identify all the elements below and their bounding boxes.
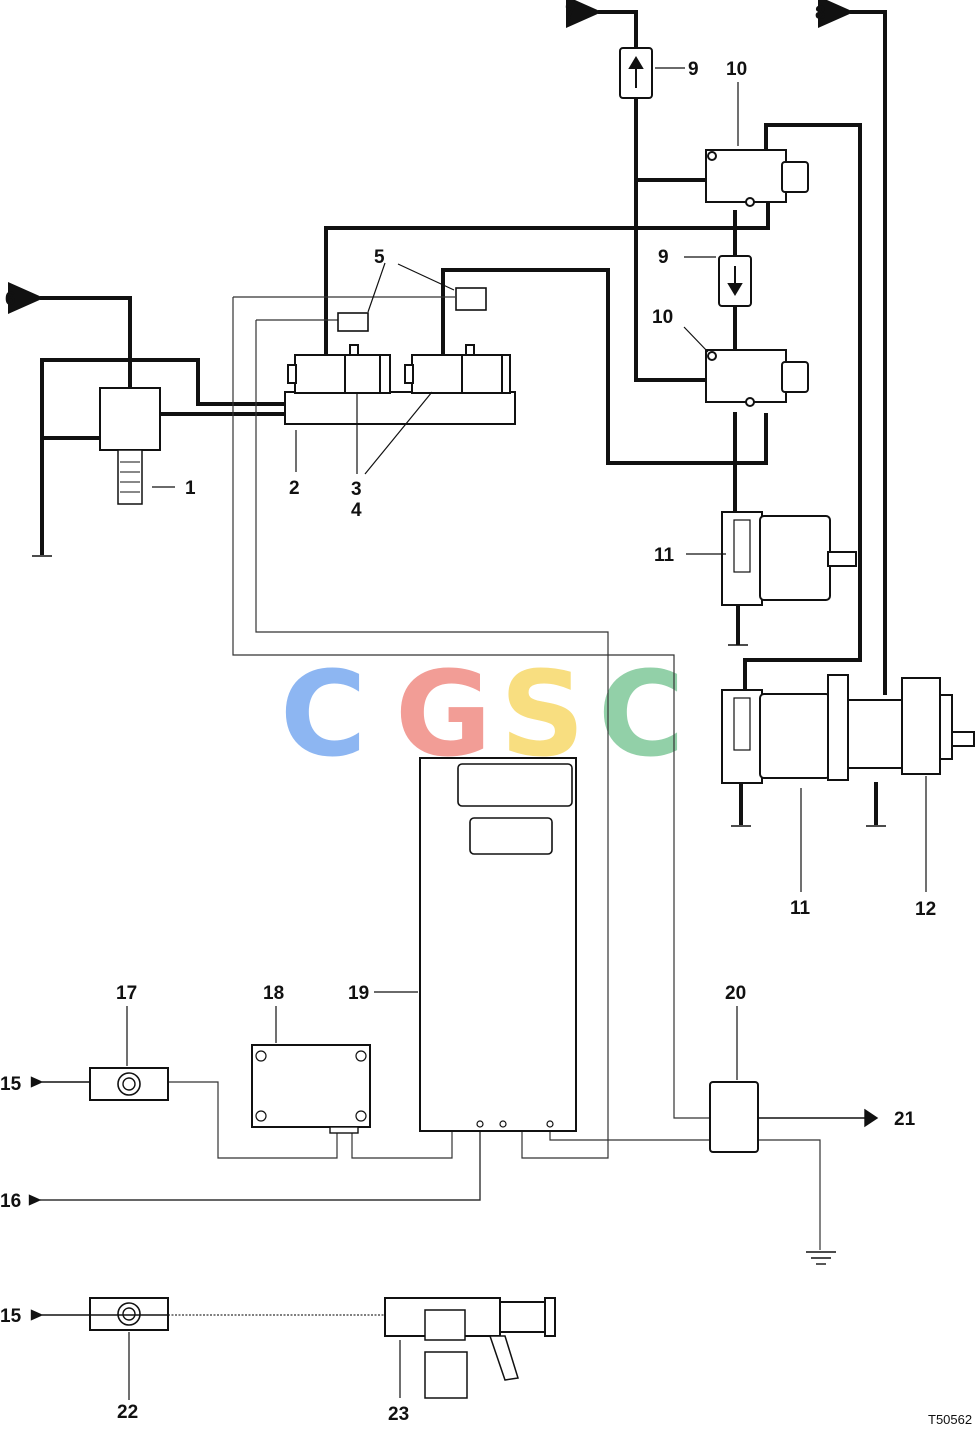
figure-reference-code: T50562	[928, 1412, 972, 1427]
component-11-pump-upper	[721, 511, 857, 606]
callout-20: 20	[725, 983, 746, 1004]
callout-9-lower: 9	[658, 247, 669, 268]
component-19-controller	[419, 757, 577, 1132]
watermark-letter-1: C	[280, 645, 367, 783]
callout-22: 22	[117, 1402, 138, 1423]
callout-2: 2	[289, 478, 300, 499]
component-11-pump-lower	[721, 689, 831, 784]
callout-9-upper: 9	[688, 59, 699, 80]
component-18-module	[251, 1044, 371, 1134]
callout-10-lower: 10	[652, 307, 673, 328]
component-9-check-valve-upper	[619, 47, 653, 99]
component-23-handle	[384, 1297, 556, 1399]
component-12-drive	[827, 674, 975, 781]
callout-21: 21	[894, 1109, 916, 1130]
callout-11-lower: 11	[790, 898, 811, 919]
callout-16: 16	[0, 1191, 21, 1212]
tank-symbols	[32, 555, 886, 827]
callout-labels: 1 2 3 4 5 6 7 8 9 9 10 10 11 11 12 15 16…	[0, 3, 972, 1427]
component-4-solenoid-valve	[404, 344, 511, 394]
component-2-manifold	[284, 391, 516, 425]
component-17-sensor	[89, 1067, 169, 1101]
ground-icon	[806, 1251, 836, 1265]
callout-10-upper: 10	[726, 59, 747, 80]
hydraulic-lines	[7, 0, 887, 825]
component-10-valve-upper	[705, 149, 809, 207]
component-1-switch	[99, 387, 161, 505]
output-line-21	[30, 1076, 879, 1321]
callout-15-upper: 15	[0, 1074, 22, 1095]
component-9-check-valve-lower	[718, 255, 752, 307]
callout-12: 12	[915, 899, 936, 920]
callout-6: 6	[5, 289, 16, 310]
callout-15-lower: 15	[0, 1306, 22, 1327]
watermark: C G S C	[280, 645, 685, 783]
callout-23: 23	[388, 1404, 409, 1425]
component-3-solenoid-valve	[287, 344, 391, 394]
component-22-sensor	[89, 1297, 169, 1331]
callout-17: 17	[116, 983, 137, 1004]
callout-11-upper: 11	[654, 545, 675, 566]
callout-19: 19	[348, 983, 369, 1004]
callout-7: 7	[565, 3, 576, 24]
callout-5: 5	[374, 247, 385, 268]
watermark-letter-4: C	[598, 645, 685, 783]
callout-4: 4	[351, 500, 362, 521]
callout-3: 3	[351, 479, 362, 500]
callout-18: 18	[263, 983, 284, 1004]
component-20-box	[709, 1081, 759, 1153]
leader-lines	[126, 67, 927, 1400]
callout-1: 1	[185, 478, 196, 499]
component-5-connector	[337, 287, 487, 332]
callout-8: 8	[815, 3, 826, 24]
component-10-valve-lower	[705, 349, 809, 407]
